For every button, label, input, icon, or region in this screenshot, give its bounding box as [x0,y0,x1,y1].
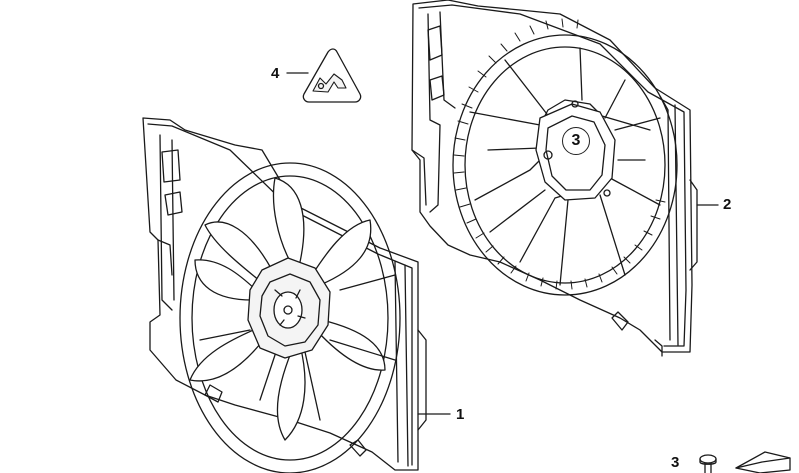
callout-part-3-circled: 3 [562,127,590,155]
callout-part-2: 2 [723,196,732,213]
callout-part-4: 4 [271,65,280,82]
legend-part-3-number: 3 [671,454,680,471]
fan-shroud-front [142,117,427,473]
fan-shroud-rear [411,0,698,357]
fan-hazard-warning-icon [302,48,362,103]
callout-part-1: 1 [456,406,465,423]
screw-icon [699,454,717,473]
clip-icon [735,451,791,473]
